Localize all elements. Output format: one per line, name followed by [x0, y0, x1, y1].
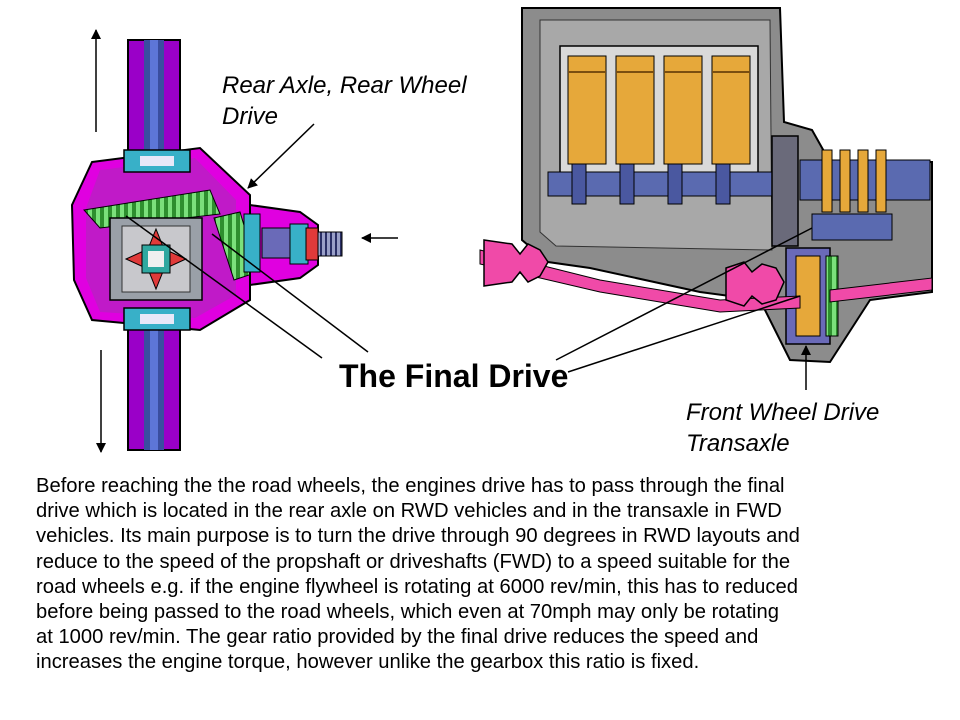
description-line: at 1000 rev/min. The gear ratio provided…: [36, 626, 759, 649]
cv-boot-right: [725, 261, 785, 307]
leader-rear-axle: [247, 123, 315, 189]
leader-title-transaxle-1: [555, 227, 813, 361]
transaxle-label-line-2: Transaxle: [686, 430, 790, 457]
pistons: [567, 55, 751, 165]
description-line: Before reaching the the road wheels, the…: [36, 475, 785, 497]
planet-gears: [124, 227, 188, 291]
rear-axle-illustration: [70, 39, 343, 451]
leader-title-transaxle-2: [567, 295, 801, 373]
transaxle-label: Front Wheel Drive Transaxle: [686, 397, 956, 459]
transaxle-final-drive: [785, 247, 839, 345]
rear-axle-label-line-1: Rear Axle, Rear Wheel: [222, 72, 467, 99]
diagram-title: The Final Drive: [339, 358, 569, 394]
propshaft-flange: [317, 231, 343, 257]
description-line: vehicles. Its main purpose is to turn th…: [36, 525, 800, 548]
annotations: [91, 29, 813, 453]
description-line: increases the engine torque, however unl…: [36, 651, 700, 674]
rear-axle-label: Rear Axle, Rear Wheel Drive: [222, 70, 522, 132]
gearbox-gears: [799, 149, 931, 241]
description-line: before being passed to the road wheels, …: [36, 601, 779, 624]
flywheel: [771, 135, 799, 247]
description-line: road wheels e.g. if the engine flywheel …: [36, 575, 798, 598]
transaxle-illustration: [479, 7, 933, 364]
leader-title-pinion: [211, 233, 369, 353]
transaxle-label-line-1: Front Wheel Drive: [686, 399, 880, 426]
description-line: drive which is located in the rear axle …: [36, 500, 782, 523]
leader-title-crown: [125, 215, 323, 359]
cv-boot-left: [483, 239, 549, 287]
description-paragraph: Before reaching the the road wheels, the…: [36, 474, 952, 676]
description-line: reduce to the speed of the propshaft or …: [36, 550, 791, 573]
rear-axle-label-line-2: Drive: [222, 103, 279, 130]
